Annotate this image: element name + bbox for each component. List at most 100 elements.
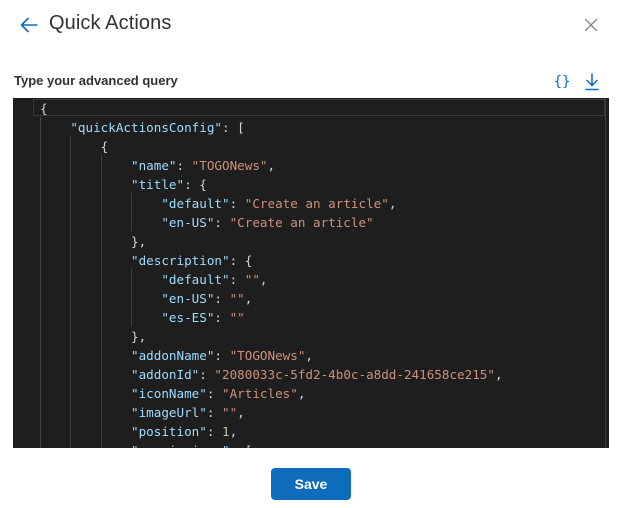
code-token: { [40,139,109,154]
code-token: "iconName" [131,386,207,401]
code-token: , [244,291,253,306]
indent-guide [131,193,132,231]
code-line: "iconName": "Articles", [40,384,503,403]
code-token [40,424,131,439]
code-token: : { [184,177,207,192]
code-token: "description" [131,253,230,268]
code-token: "Create an article" [229,215,374,230]
code-token: "2080033c-5fd2-4b0c-a8dd-241658ce215" [214,367,495,382]
code-token: : [ [230,443,253,448]
code-token [40,215,161,230]
code-token [40,196,161,211]
code-token: { [40,101,48,116]
code-line: { [40,137,503,156]
code-token: , [494,367,503,382]
code-token [40,405,131,420]
code-token: , [305,348,313,363]
code-token: "" [229,310,245,325]
code-line: "default": "Create an article", [40,194,503,213]
back-button[interactable] [18,14,40,36]
code-token: "Create an article" [244,196,389,211]
json-code: { "quickActionsConfig": [ { "name": "TOG… [40,99,503,448]
code-token: , [229,424,238,439]
code-token: : [206,405,222,420]
code-token [40,158,131,173]
download-button[interactable] [583,72,601,92]
code-token [40,310,161,325]
code-token: "position" [131,424,207,439]
indent-guide [40,117,41,448]
query-editor[interactable]: { "quickActionsConfig": [ { "name": "TOG… [13,98,609,448]
code-token: "TOGONews" [229,348,306,363]
code-line: "en-US": "", [40,289,503,308]
code-token: , [237,405,245,420]
code-line: "addonId": "2080033c-5fd2-4b0c-a8dd-2416… [40,365,503,384]
code-line: }, [40,327,503,346]
code-token: : [229,196,245,211]
code-token: : [229,272,245,287]
code-token [40,348,131,363]
code-token: "addonName" [131,348,215,363]
code-token: , [388,196,397,211]
panel-title: Quick Actions [49,12,172,34]
arrow-left-icon [20,17,38,33]
editor-gutter [13,98,31,448]
code-token [40,177,131,192]
download-icon [585,73,599,91]
code-token: "name" [131,158,177,173]
code-token: "" [229,291,245,306]
code-line: "en-US": "Create an article" [40,213,503,232]
code-token: : [214,310,230,325]
panel-header: Quick Actions [0,0,619,52]
code-line: "default": "", [40,270,503,289]
code-token: }, [40,234,147,249]
code-token: : [214,215,230,230]
code-line: }, [40,232,503,251]
code-token: "Articles" [222,386,298,401]
code-token: : [214,348,230,363]
code-token: "permissions" [131,443,230,448]
code-token: "en-US" [161,215,215,230]
code-line: "permissions": [ [40,441,503,448]
current-line-highlight [33,99,605,116]
indent-guide [131,269,132,326]
code-line: { [40,99,503,118]
code-line: "imageUrl": "", [40,403,503,422]
code-token: : [214,291,230,306]
code-token [40,120,70,135]
code-token: : [199,367,215,382]
code-token [40,386,131,401]
braces-icon: {} [553,74,571,90]
code-token: "addonId" [131,367,200,382]
code-token: "es-ES" [161,310,215,325]
code-token: , [297,386,306,401]
code-token: }, [40,329,147,344]
code-line: "quickActionsConfig": [ [40,118,503,137]
save-button[interactable]: Save [271,468,351,500]
code-line: "addonName": "TOGONews", [40,346,503,365]
code-token: "quickActionsConfig" [70,120,222,135]
code-line: "description": { [40,251,503,270]
code-token: , [259,272,268,287]
code-token [40,291,161,306]
code-token: "default" [161,272,230,287]
code-token [40,253,131,268]
code-token: "" [222,405,238,420]
code-token: , [267,158,276,173]
code-token: "en-US" [161,291,215,306]
code-token: : [176,158,192,173]
close-button[interactable] [583,17,599,33]
close-icon [584,18,598,32]
code-token: 1 [222,424,230,439]
code-token: : [206,386,222,401]
code-token: "default" [161,196,230,211]
code-token: : [ [222,120,245,135]
format-json-button[interactable]: {} [552,72,572,92]
code-line: "es-ES": "" [40,308,503,327]
code-token: "" [244,272,260,287]
code-token: "TOGONews" [191,158,268,173]
editor-ruler [605,98,606,448]
code-token [40,443,131,448]
code-line: "position": 1, [40,422,503,441]
